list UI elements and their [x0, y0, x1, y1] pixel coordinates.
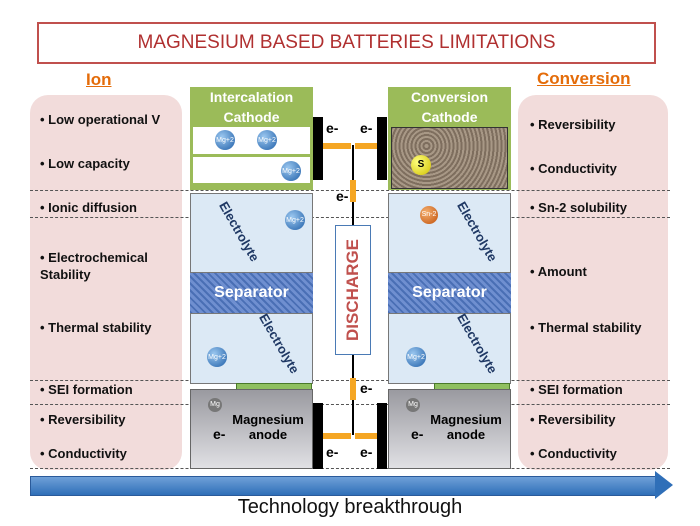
electron-label: e-	[360, 120, 373, 136]
host-layer: Mg+2 Mg+2	[193, 127, 310, 154]
electron-arrow	[350, 180, 356, 202]
title-box: MAGNESIUM BASED BATTERIES LIMITATIONS	[37, 22, 656, 64]
discharge-box: DISCHARGE	[335, 225, 371, 355]
electron-arrow	[350, 378, 356, 400]
conversion-item: • Conductivity	[530, 161, 617, 176]
current-collector	[377, 117, 387, 180]
electron-label: e-	[326, 120, 339, 136]
cathode-label: Conversion Cathode	[388, 87, 511, 127]
mg-ion-icon: Mg+2	[281, 161, 301, 181]
separator: Separator	[190, 273, 313, 313]
conversion-heading: Conversion	[537, 69, 631, 88]
conversion-cathode: Conversion Cathode	[388, 87, 511, 190]
anode-label: Magnesium anode	[232, 412, 304, 442]
conversion-item: • Amount	[530, 264, 587, 279]
current-collector	[313, 403, 323, 469]
current-collector	[377, 403, 387, 469]
mg-ion-icon: Mg+2	[215, 130, 235, 150]
ion-heading: Ion	[86, 70, 112, 89]
conversion-item: • Sn-2 solubility	[530, 200, 628, 215]
electron-label: e-	[336, 188, 349, 204]
mg-atom-icon: Mg	[208, 398, 222, 412]
ion-item: • SEI formation	[40, 382, 133, 397]
conversion-item: • Thermal stability	[530, 320, 642, 335]
electron-label: e-	[411, 426, 424, 442]
ion-item: • Low operational V	[40, 112, 161, 127]
current-collector	[313, 117, 323, 180]
arrow-head-icon	[655, 471, 673, 499]
breakthrough-arrow	[30, 476, 657, 496]
divider	[30, 404, 670, 405]
electron-label: e-	[213, 426, 226, 442]
electrolyte-top: Electrolyte	[388, 193, 511, 273]
electron-label: e-	[360, 444, 373, 460]
mg-ion-icon: Mg+2	[257, 130, 277, 150]
discharge-label: DISCHARGE	[343, 238, 363, 342]
ion-item: • Ionic diffusion	[40, 200, 137, 215]
ion-item: • Conductivity	[40, 446, 127, 461]
conversion-item: • Reversibility	[530, 412, 616, 427]
electrolyte-label: Electrolyte	[454, 198, 501, 265]
electrolyte-label: Electrolyte	[454, 310, 501, 377]
magnesium-anode: Magnesium anode e-	[190, 389, 313, 469]
conversion-item: • Conductivity	[530, 446, 617, 461]
cathode-label: Intercalation Cathode	[190, 87, 313, 127]
electron-label: e-	[326, 444, 339, 460]
sulfur-icon: S	[411, 155, 431, 175]
polysulfide-icon: Sn-2	[420, 206, 438, 224]
electrolyte-label: Electrolyte	[216, 198, 263, 265]
anode-label: Magnesium anode	[430, 412, 502, 442]
mg-atom-icon: Mg	[406, 398, 420, 412]
conversion-item: • Reversibility	[530, 117, 616, 132]
intercalation-cathode: Intercalation Cathode Mg+2 Mg+2	[190, 87, 313, 190]
mg-ion-icon: Mg+2	[207, 347, 227, 367]
mg-ion-icon: Mg+2	[285, 210, 305, 230]
footer-label: Technology breakthrough	[237, 496, 463, 518]
sulfur-composite	[391, 127, 508, 189]
conversion-item: • SEI formation	[530, 382, 623, 397]
ion-item: • Reversibility	[40, 412, 126, 427]
electrolyte-top: Electrolyte	[190, 193, 313, 273]
electron-arrow	[355, 143, 377, 149]
electron-arrow	[323, 433, 351, 439]
electrolyte-label: Electrolyte	[256, 310, 303, 377]
mg-ion-icon: Mg+2	[406, 347, 426, 367]
electrolyte-bottom: Electrolyte	[190, 310, 313, 384]
electrolyte-bottom: Electrolyte	[388, 310, 511, 384]
ion-panel	[30, 95, 182, 470]
divider	[30, 468, 670, 469]
electron-label: e-	[360, 380, 373, 396]
ion-item: • Low capacity	[40, 156, 130, 171]
ion-item: • Thermal stability	[40, 320, 152, 335]
electron-arrow	[355, 433, 377, 439]
separator: Separator	[388, 273, 511, 313]
conversion-panel	[518, 95, 668, 470]
electron-arrow	[323, 143, 351, 149]
ion-item: • Electrochemical Stability	[40, 250, 148, 282]
divider	[30, 217, 670, 218]
